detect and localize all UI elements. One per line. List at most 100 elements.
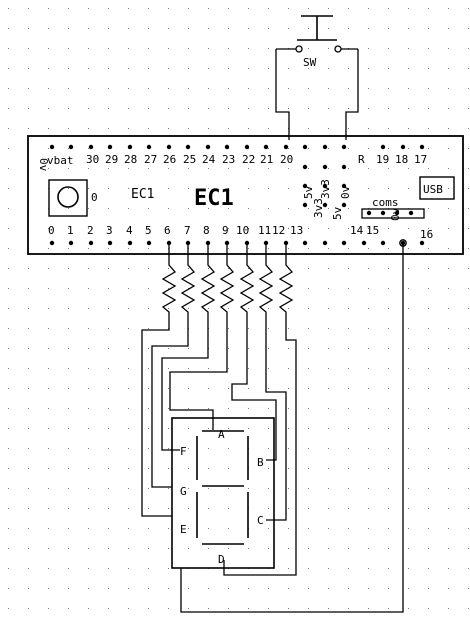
bottom-pin-label: 8 <box>203 224 210 237</box>
top-pin <box>341 144 347 150</box>
bottom-pin-label: 2 <box>87 224 94 237</box>
segment-label: C <box>257 514 264 527</box>
reset-button-label: 0 <box>91 191 98 204</box>
usb-label: USB <box>423 183 443 196</box>
coms-pins <box>366 210 414 216</box>
top-pin <box>205 144 211 150</box>
bottom-pin <box>322 240 328 246</box>
usb-port[interactable] <box>419 176 455 200</box>
resistor <box>200 243 216 322</box>
switch-label: SW <box>303 56 317 69</box>
top-pin-label: R <box>358 153 365 166</box>
coms-pin <box>366 210 372 216</box>
bottom-pin-labels: 0123456789101112131415163v35v0v <box>48 198 433 241</box>
resistor <box>239 243 255 322</box>
top-pin-label: 22 <box>242 153 255 166</box>
segment-wire <box>231 322 277 461</box>
top-pin-label: 19 <box>376 153 389 166</box>
top-pin <box>166 144 172 150</box>
board-label: EC1 <box>131 187 154 202</box>
top-pin-label: 18 <box>395 153 408 166</box>
resistor <box>180 243 196 322</box>
segment-wire <box>141 322 172 517</box>
segment-wire <box>265 322 287 521</box>
top-pin <box>400 144 406 150</box>
top-pin-label: 23 <box>222 153 235 166</box>
board-title: EC1 <box>194 186 234 211</box>
bottom-pin-label: 13 <box>290 224 303 237</box>
bottom-pin <box>419 240 425 246</box>
bottom-pin-label: 9 <box>222 224 229 237</box>
top-pin <box>68 144 74 150</box>
ground-node <box>399 239 407 247</box>
reset-button[interactable] <box>48 179 88 217</box>
power-pin <box>302 183 308 189</box>
coms-header[interactable] <box>361 208 425 219</box>
segment-label: B <box>257 456 264 469</box>
bottom-pin-label: 16 <box>420 228 433 241</box>
segment-label: A <box>218 428 225 441</box>
coms-pin <box>394 210 400 216</box>
bottom-pin-label: 1 <box>67 224 74 237</box>
bottom-pin <box>127 240 133 246</box>
left-0v-label: 0v <box>37 158 50 172</box>
top-pin <box>127 144 133 150</box>
bottom-pin <box>380 240 386 246</box>
bottom-pin-label: 10 <box>236 224 249 237</box>
background-grid <box>8 8 469 609</box>
bottom-pin-label: 11 <box>258 224 271 237</box>
segment-wire <box>151 322 189 488</box>
bottom-pin <box>107 240 113 246</box>
bottom-pin-header <box>49 240 425 246</box>
coms-label: coms <box>372 196 399 209</box>
bottom-pin-label: 15 <box>366 224 379 237</box>
reset-button-icon <box>57 186 79 208</box>
top-pin <box>302 144 308 150</box>
power-pin <box>322 183 328 189</box>
top-pin <box>283 144 289 150</box>
top-pin <box>224 144 230 150</box>
bottom-pin-label: 14 <box>350 224 364 237</box>
top-pin-label: 25 <box>183 153 196 166</box>
top-pin <box>49 144 55 150</box>
segment-wire <box>223 322 297 576</box>
bottom-pin <box>88 240 94 246</box>
power-pin <box>302 202 308 208</box>
coms-pin <box>408 210 414 216</box>
power-pin-label: 0v <box>339 185 352 199</box>
top-pin-label: 26 <box>163 153 176 166</box>
top-pin <box>322 144 328 150</box>
resistor-array <box>161 243 294 322</box>
top-pin <box>263 144 269 150</box>
power-pin <box>341 164 347 170</box>
bottom-pin-label: 6 <box>164 224 171 237</box>
top-pin <box>107 144 113 150</box>
top-pin <box>88 144 94 150</box>
push-switch[interactable]: SW <box>275 15 359 140</box>
bottom-pin-label: 12 <box>272 224 285 237</box>
top-pin-label: 17 <box>414 153 427 166</box>
power-pin-label: 5v <box>302 185 315 199</box>
power-pin <box>341 202 347 208</box>
bottom-pin-label: 5 <box>145 224 152 237</box>
segment-wiring <box>141 239 407 613</box>
bottom-pin <box>49 240 55 246</box>
bottom-pin-label: 4 <box>126 224 133 237</box>
bottom-pin-label: 0 <box>48 224 55 237</box>
power-pin <box>322 202 328 208</box>
top-pin <box>146 144 152 150</box>
top-pin-label: vbat <box>47 154 74 167</box>
top-pin-label: 21 <box>260 153 273 166</box>
top-pin <box>419 144 425 150</box>
power-pin <box>341 183 347 189</box>
resistor <box>278 243 294 322</box>
power-pin-label: 3v3 <box>319 179 332 199</box>
bottom-pin <box>146 240 152 246</box>
power-labels: 5v 3v3 0v <box>302 179 352 199</box>
bottom-pin-label: 7 <box>184 224 191 237</box>
resistor <box>219 243 235 322</box>
top-pin-label: 30 <box>86 153 99 166</box>
